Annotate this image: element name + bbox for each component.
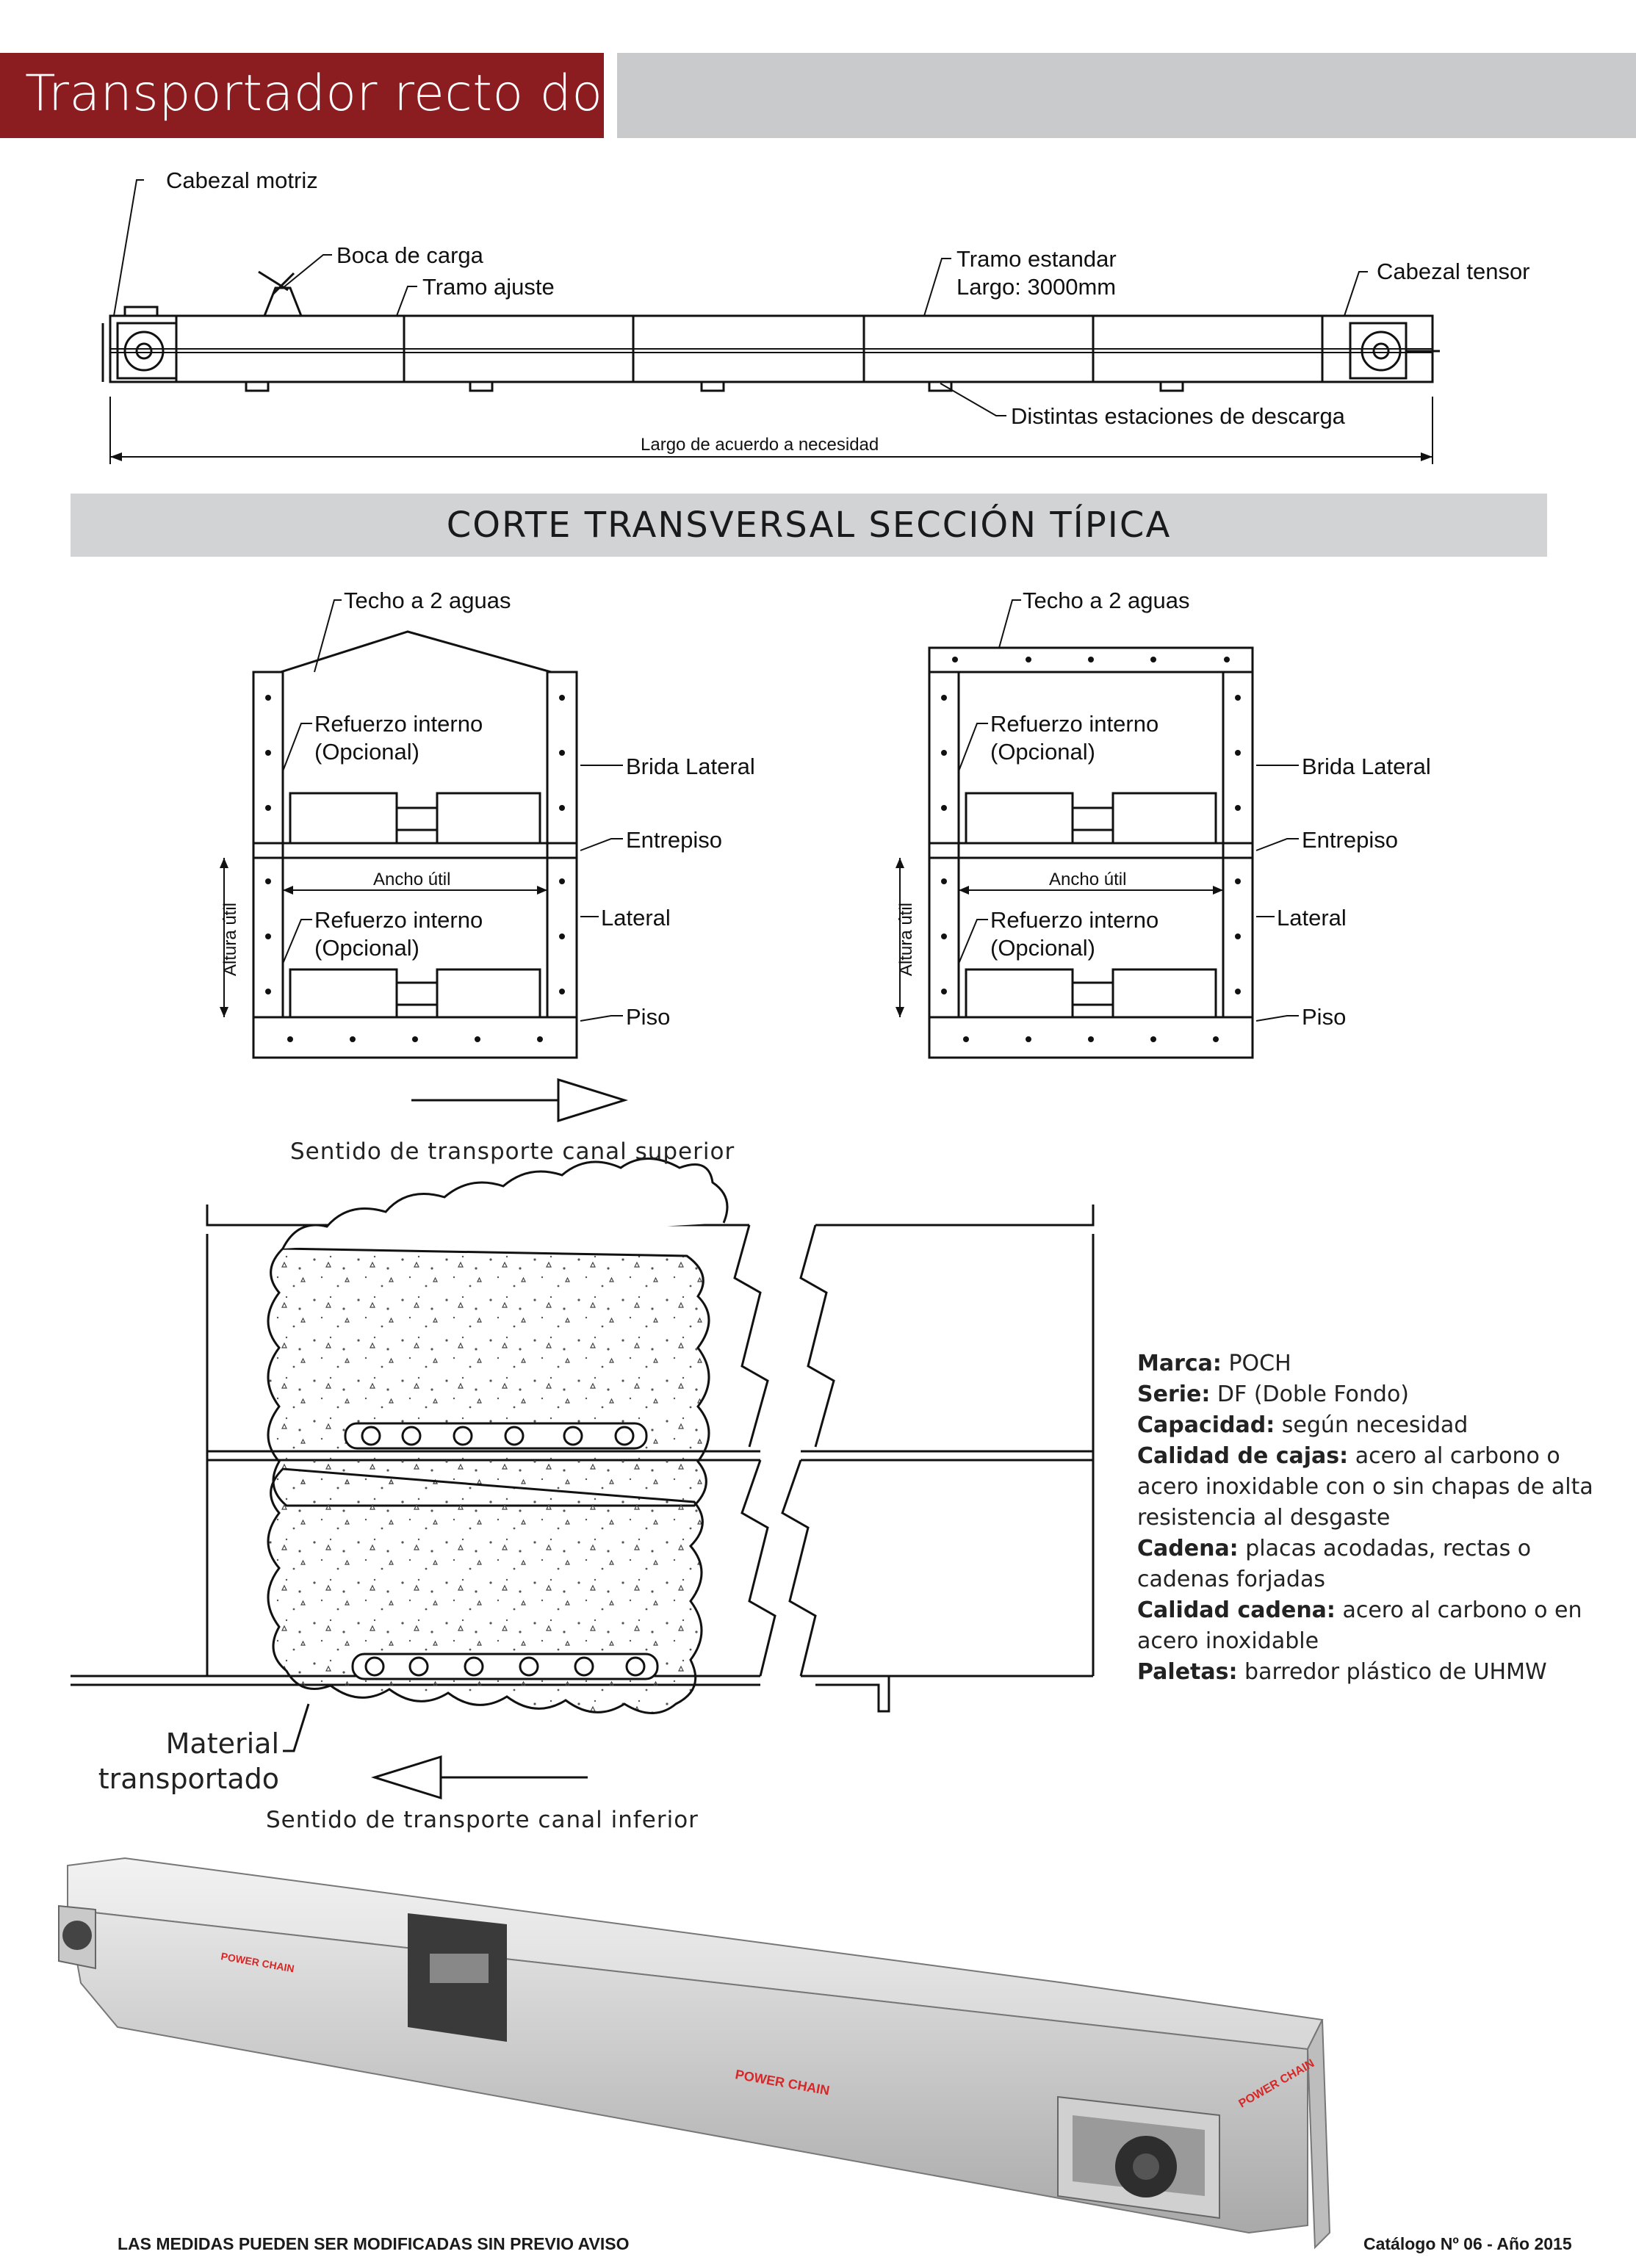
right-piso-label: Piso <box>1302 1004 1347 1030</box>
page-title: Transportador recto doble <box>25 65 680 123</box>
left-lateral-label: Lateral <box>601 905 671 931</box>
cabezal-tensor-label: Cabezal tensor <box>1377 259 1530 284</box>
spec-item: Marca: POCH <box>1137 1351 1291 1376</box>
right-techo-label: Techo a 2 aguas <box>1023 588 1190 613</box>
right-entrepiso-label: Entrepiso <box>1302 827 1398 853</box>
left-ancho-label: Ancho útil <box>373 870 451 889</box>
left-refuerzo-label-2: Refuerzo interno <box>314 907 483 933</box>
left-refuerzo-label-1: Refuerzo interno <box>314 711 483 737</box>
left-entrepiso-label: Entrepiso <box>626 827 722 853</box>
boca-de-carga-label: Boca de carga <box>336 242 483 268</box>
right-brida-label: Brida Lateral <box>1302 754 1431 779</box>
spec-item: Serie: DF (Doble Fondo) <box>1137 1382 1410 1407</box>
footer-disclaimer: LAS MEDIDAS PUEDEN SER MODIFICADAS SIN P… <box>118 2234 630 2253</box>
cabezal-motriz-label: Cabezal motriz <box>166 167 318 193</box>
spec-item: Capacidad: según necesidad <box>1137 1412 1469 1438</box>
right-opcional-label-2: (Opcional) <box>990 935 1095 961</box>
material-label-1: Material <box>165 1727 279 1760</box>
right-refuerzo-label-1: Refuerzo interno <box>990 711 1159 737</box>
tramo-ajuste-label: Tramo ajuste <box>422 274 555 300</box>
tramo-estandar-label: Tramo estandar <box>956 246 1117 272</box>
left-techo-label: Techo a 2 aguas <box>344 588 511 613</box>
specs-list: Marca: POCH Serie: DF (Doble Fondo) Capa… <box>1137 1348 1607 1688</box>
left-piso-label: Piso <box>626 1004 671 1030</box>
left-opcional-label-1: (Opcional) <box>314 739 419 765</box>
material-label-2: transportado <box>98 1763 279 1795</box>
right-ancho-label: Ancho útil <box>1049 870 1127 889</box>
right-refuerzo-label-2: Refuerzo interno <box>990 907 1159 933</box>
flow-superior-label: Sentido de transporte canal superior <box>290 1138 735 1165</box>
spec-item: Paletas: barredor plástico de UHMW <box>1137 1659 1547 1685</box>
spec-item: Calidad de cajas: acero al carbono o ace… <box>1137 1443 1593 1531</box>
title-bar <box>0 53 604 138</box>
left-brida-label: Brida Lateral <box>626 754 755 779</box>
right-lateral-label: Lateral <box>1277 905 1347 931</box>
left-opcional-label-2: (Opcional) <box>314 935 419 961</box>
largo-tramo-label: Largo: 3000mm <box>956 274 1117 300</box>
flow-inferior-label: Sentido de transporte canal inferior <box>266 1807 699 1833</box>
right-opcional-label-1: (Opcional) <box>990 739 1095 765</box>
title-grey-band <box>617 53 1636 138</box>
flow-diagram <box>71 1077 1095 1800</box>
section-title: CORTE TRANSVERSAL SECCIÓN TÍPICA <box>446 505 1172 546</box>
section-band <box>71 494 1547 557</box>
cross-section-drawings <box>220 599 1299 1059</box>
side-view-drawing <box>101 179 1440 464</box>
largo-total-label: Largo de acuerdo a necesidad <box>641 435 879 455</box>
footer-catalog: Catálogo Nº 06 - Año 2015 <box>1363 2234 1572 2253</box>
spec-item: Calidad cadena: acero al carbono o en ac… <box>1137 1597 1582 1654</box>
spec-item: Cadena: placas acodadas, rectas o cadena… <box>1137 1536 1532 1592</box>
descarga-label: Distintas estaciones de descarga <box>1011 403 1345 429</box>
